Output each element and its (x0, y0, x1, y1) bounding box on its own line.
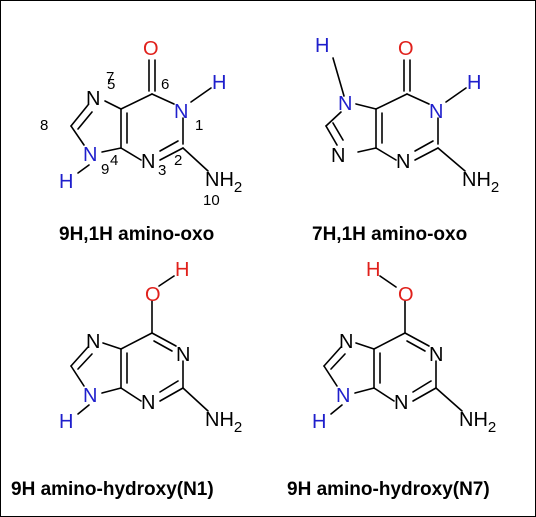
structure-9h-amino-hydroxy-n1: O H N N N N H NH2 9H amino-hydroxy(N1) (11, 259, 242, 500)
nitrogen-n9: N (83, 144, 97, 166)
label-num-9: 9 (101, 161, 109, 178)
hydrogen-n7: H (315, 35, 329, 57)
label-num-3: 3 (158, 162, 166, 179)
bonds (70, 59, 212, 174)
caption-9h-amino-hydroxy-n7: 9H amino-hydroxy(N7) (287, 479, 490, 500)
bonds (70, 275, 209, 415)
oxygen-atom: O (398, 284, 414, 306)
atom-labels: O H N N N N H NH2 (59, 259, 242, 436)
nitrogen-n3: N (396, 151, 410, 173)
structure-9h1h-amino-oxo: O N H N N N H NH2 1 2 3 4 5 6 7 8 9 10 9… (40, 38, 242, 245)
oxygen-atom: O (143, 38, 159, 60)
nitrogen-n7: N (86, 331, 100, 353)
nitrogen-n9: N (83, 385, 97, 407)
hydrogen-n9: H (312, 411, 326, 433)
oxygen-atom: O (145, 284, 161, 306)
label-num-1: 1 (195, 117, 203, 134)
nitrogen-n1: N (429, 344, 443, 366)
nitrogen-n9: N (331, 145, 345, 167)
atom-labels: O N H N N H N NH2 (315, 35, 499, 196)
hydrogen-n1: H (467, 72, 481, 94)
label-num-6: 6 (161, 76, 169, 93)
nitrogen-n3: N (141, 392, 155, 414)
atom-labels: O N H N N N H NH2 (59, 38, 242, 196)
nitrogen-n9: N (336, 385, 350, 407)
structure-9h-amino-hydroxy-n7: O H N N N N H NH2 9H amino-hydroxy(N7) (287, 259, 496, 500)
label-num-8: 8 (40, 117, 48, 134)
hydrogen-o: H (175, 259, 189, 281)
amino-group: NH2 (462, 169, 499, 196)
nitrogen-n3: N (394, 392, 408, 414)
nitrogen-n7: N (86, 88, 100, 110)
nitrogen-n3: N (141, 151, 155, 173)
oxygen-atom: O (398, 38, 414, 60)
nitrogen-n1: N (429, 101, 443, 123)
caption-9h1h-amino-oxo: 9H,1H amino-oxo (59, 224, 214, 245)
amino-group: NH2 (205, 409, 242, 436)
hydrogen-n9: H (59, 411, 73, 433)
bonds (323, 275, 463, 415)
atom-labels: O H N N N N H NH2 (312, 259, 496, 436)
structure-7h1h-amino-oxo: O N H N N H N NH2 7H,1H amino-oxo (312, 35, 499, 245)
label-num-7: 7 (106, 69, 114, 86)
caption-9h-amino-hydroxy-n1: 9H amino-hydroxy(N1) (11, 479, 214, 500)
amino-group: NH2 (205, 169, 242, 196)
atom-numbering: 1 2 3 4 5 6 7 8 9 10 (40, 69, 220, 209)
nitrogen-n7: N (339, 331, 353, 353)
hydrogen-o: H (366, 259, 380, 281)
hydrogen-n1: H (212, 72, 226, 94)
amino-group: NH2 (459, 409, 496, 436)
nitrogen-n7: N (338, 93, 352, 115)
nitrogen-n1: N (174, 101, 188, 123)
bonds (325, 57, 467, 172)
hydrogen-n9: H (59, 171, 73, 193)
nitrogen-n1: N (176, 344, 190, 366)
label-num-4: 4 (110, 152, 118, 169)
label-num-10: 10 (203, 192, 220, 209)
caption-7h1h-amino-oxo: 7H,1H amino-oxo (312, 224, 467, 245)
label-num-2: 2 (174, 152, 182, 169)
label-num-5: 5 (107, 76, 115, 93)
